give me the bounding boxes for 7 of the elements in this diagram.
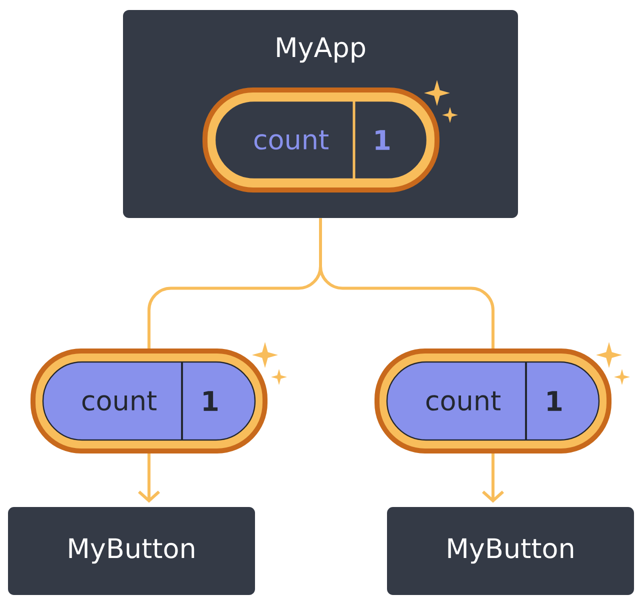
state-pill: count 1 [374,348,612,454]
state-pill: count 1 [30,348,268,454]
connector-arrow [482,454,504,503]
component-box: MyButton [8,507,255,595]
component-box: MyButton [387,507,634,595]
state-pill: count 1 [202,88,440,192]
connector-arrow [138,454,160,503]
